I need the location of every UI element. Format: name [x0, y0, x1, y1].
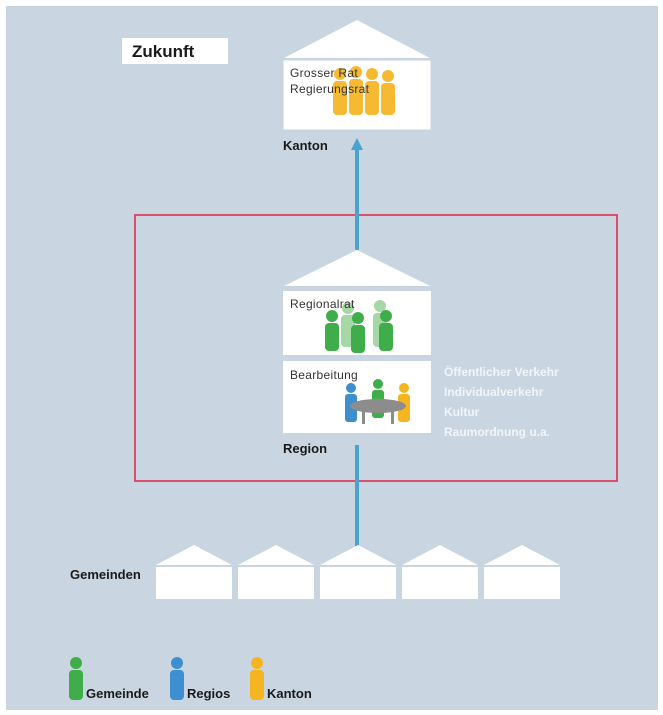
diagram-title: Zukunft — [132, 42, 195, 61]
region-frame — [134, 214, 618, 482]
gemeinde-house — [402, 545, 478, 599]
title-box — [122, 38, 228, 64]
gemeinde-house — [320, 545, 396, 599]
region-field: Raumordnung u.a. — [444, 425, 550, 439]
kanton-label: Kanton — [283, 138, 328, 153]
bearbeitung-table-icon — [345, 379, 410, 424]
legend-kanton-icon — [250, 657, 264, 700]
regionalrat-label: Regionalrat — [290, 297, 355, 311]
kanton-line-2: Regierungsrat — [290, 82, 370, 96]
legend-regios-label: Regios — [187, 686, 231, 701]
legend-gemeinde-label: Gemeinde — [86, 686, 149, 701]
bearbeitung-label: Bearbeitung — [290, 368, 359, 382]
kanton-line-1: Grosser Rat — [290, 66, 358, 80]
kanton-house — [282, 20, 432, 131]
kanton-people-icon — [333, 66, 395, 115]
region-field: Individualverkehr — [444, 385, 544, 399]
gemeinde-house — [238, 545, 314, 599]
arrow-head-kanton — [351, 138, 363, 150]
legend-regios-icon — [170, 657, 184, 700]
region-field: Kultur — [444, 405, 480, 419]
legend-gemeinde-icon — [69, 657, 83, 700]
legend-kanton-label: Kanton — [267, 686, 312, 701]
gemeinde-house — [156, 545, 232, 599]
gemeinden-houses — [156, 545, 560, 599]
regionalrat-people-icon — [325, 300, 393, 353]
gemeinden-label: Gemeinden — [70, 567, 141, 582]
region-label: Region — [283, 441, 328, 456]
region-field: Öffentlicher Verkehr — [444, 365, 559, 379]
gemeinde-house — [484, 545, 560, 599]
region-house — [283, 250, 431, 433]
